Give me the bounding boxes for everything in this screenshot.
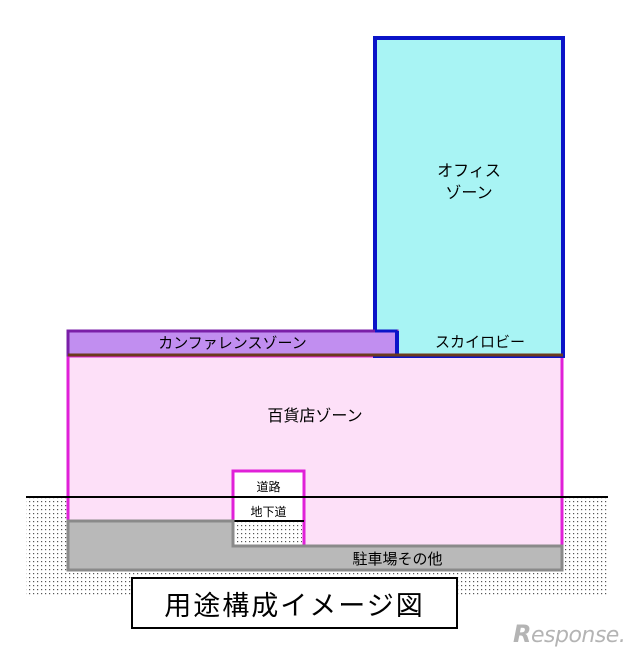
watermark-initial: R xyxy=(513,620,531,648)
office-zone xyxy=(373,36,565,358)
parking-zone xyxy=(66,519,564,572)
office-zone-label: オフィス ゾーン xyxy=(375,160,563,203)
watermark-rest: esponse. xyxy=(530,623,626,648)
ground-soil-right xyxy=(562,498,608,596)
road-label: 道路 xyxy=(256,480,281,494)
caption-title: 用途構成イメージ図 xyxy=(164,590,425,622)
conference-zone-label: カンファレンスゾーン xyxy=(158,334,307,352)
underpass-soil-fill xyxy=(236,521,302,544)
response-watermark: Response. xyxy=(513,620,626,648)
office-zone-label-line2: ゾーン xyxy=(445,182,493,202)
parking-label: 駐車場その他 xyxy=(352,550,443,568)
department-store-zone xyxy=(66,354,564,548)
office-zone-label-line1: オフィス xyxy=(437,161,501,180)
sky-lobby-label: スカイロビー xyxy=(434,333,525,351)
caption-box: 用途構成イメージ図 xyxy=(131,577,458,629)
underpass-label: 地下道 xyxy=(250,505,287,519)
department-store-zone-label: 百貨店ゾーン xyxy=(267,406,363,425)
ground-soil-left xyxy=(26,498,68,596)
